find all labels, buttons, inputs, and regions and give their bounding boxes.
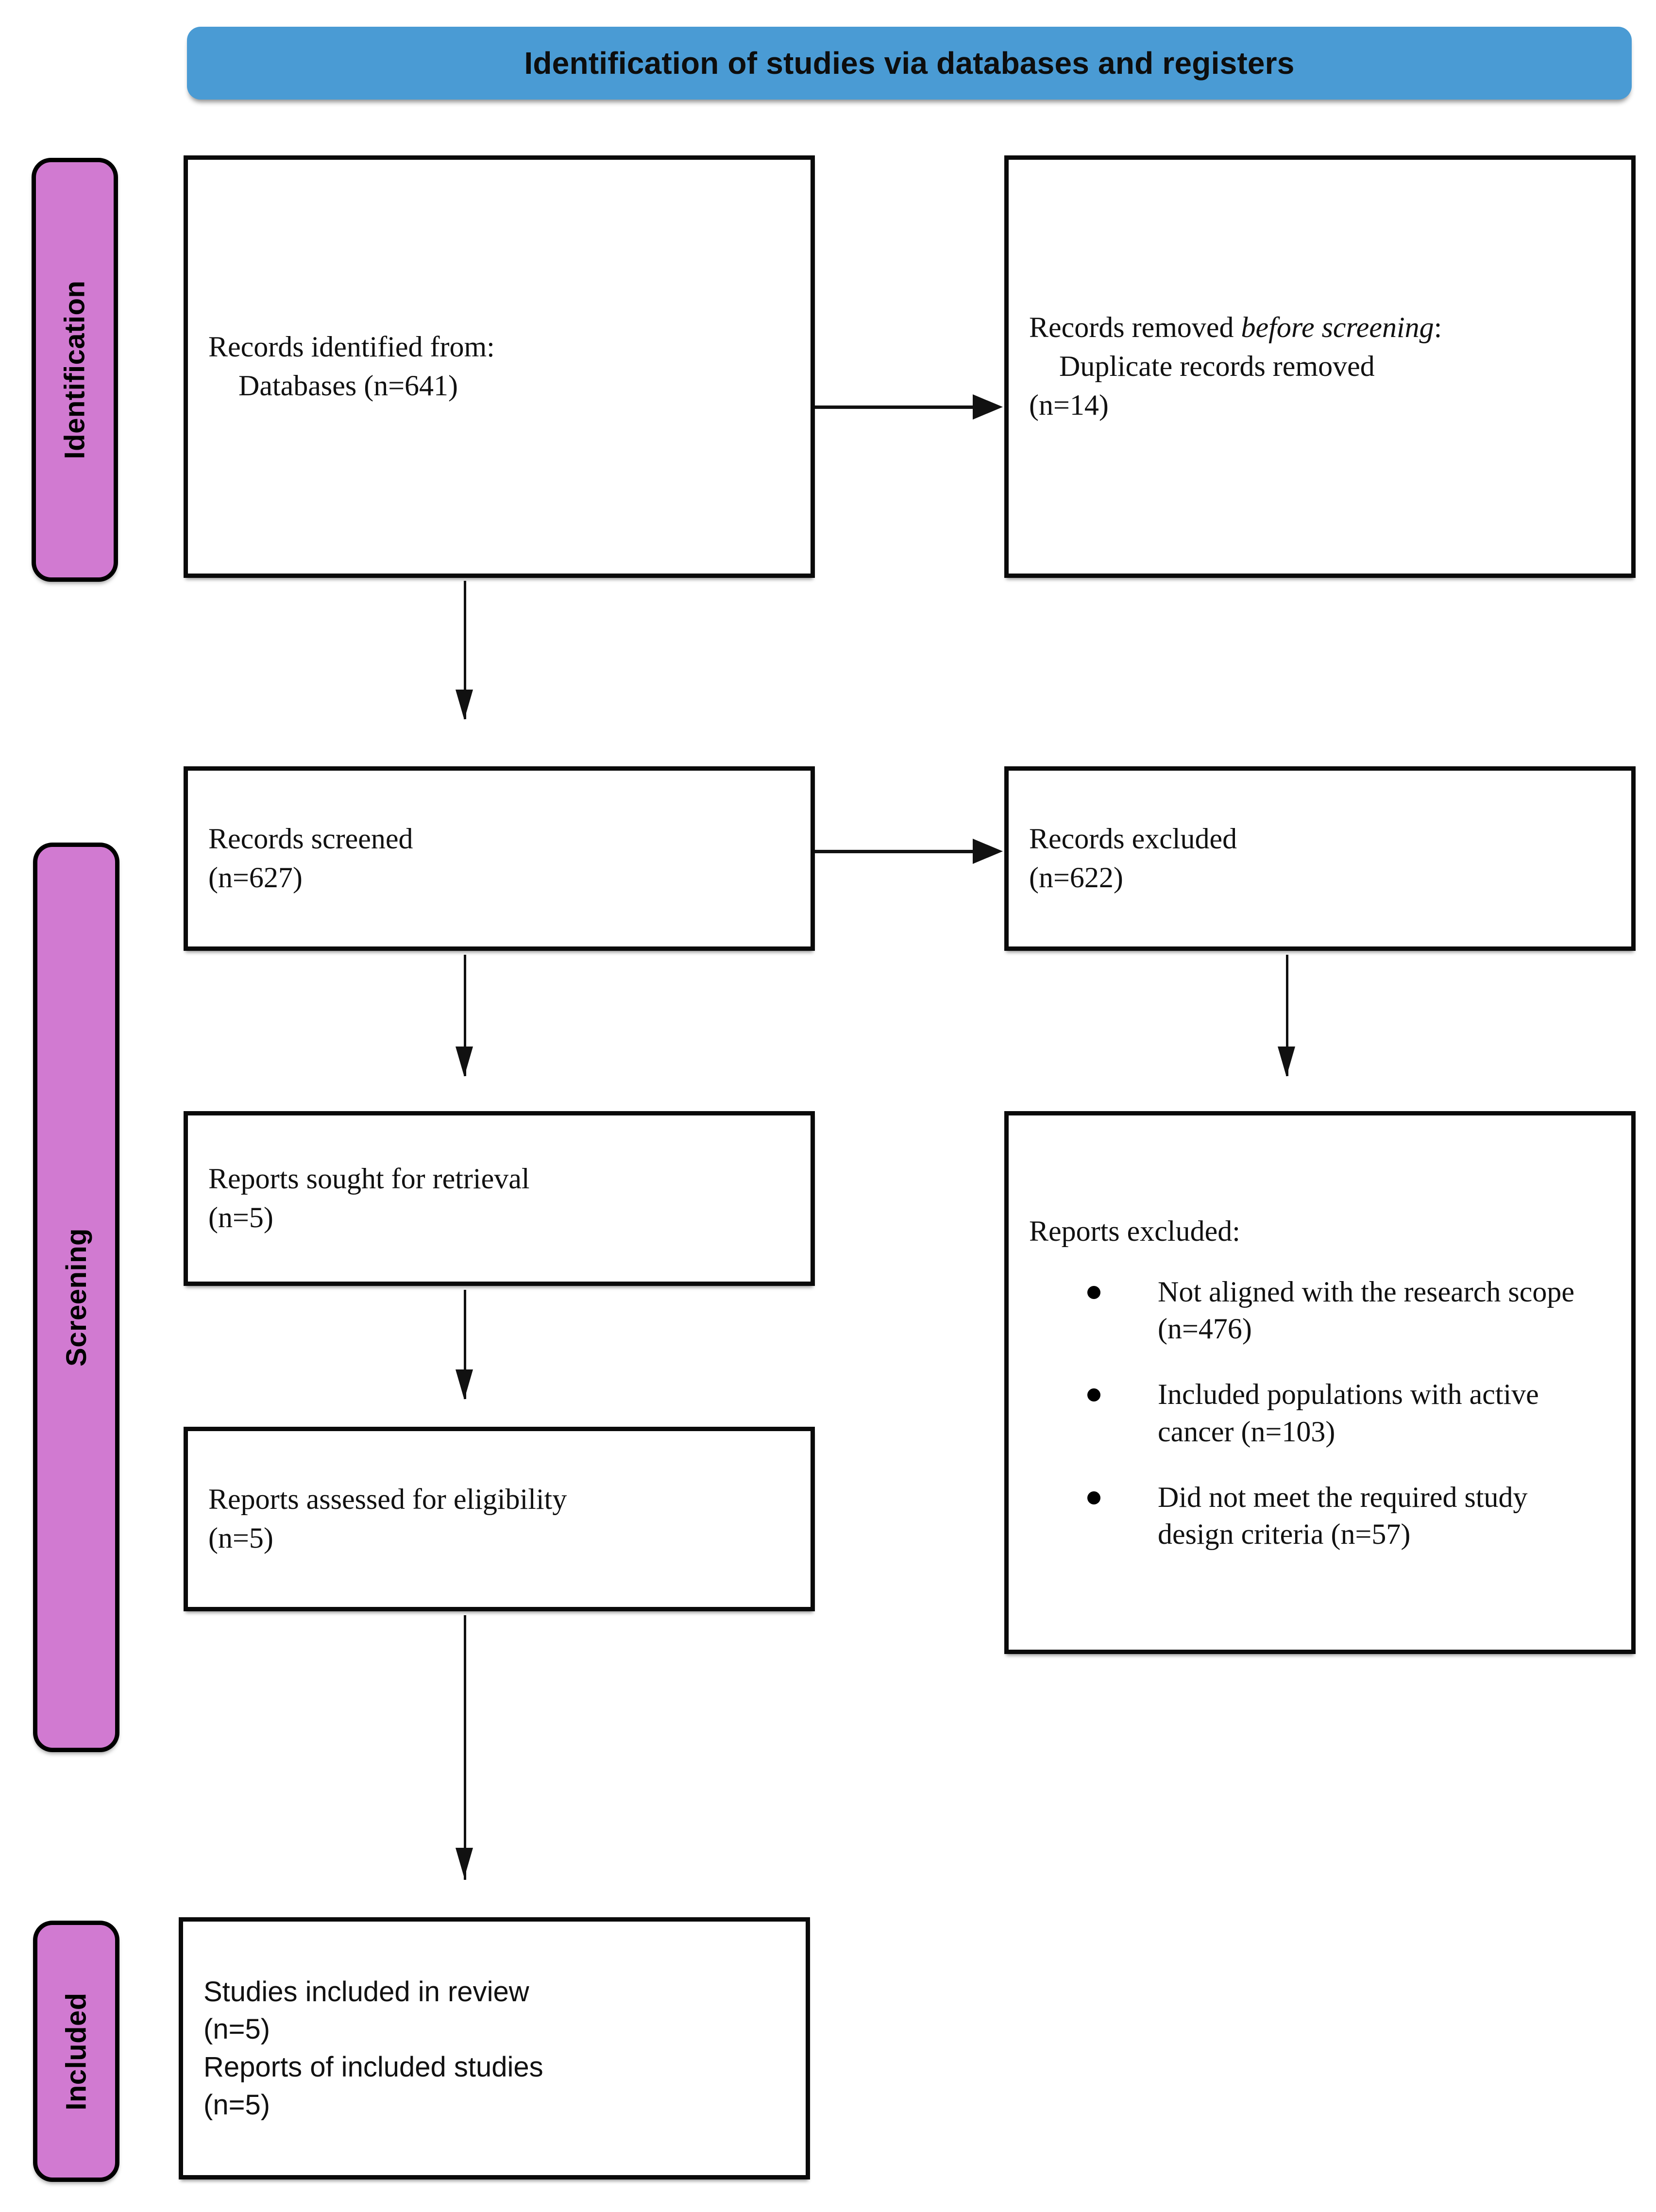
stage-tab-included: Included xyxy=(33,1921,119,2182)
diagram-header-banner: Identification of studies via databases … xyxy=(187,27,1632,100)
box-reports-excluded: Reports excluded: Not aligned with the r… xyxy=(1004,1111,1636,1654)
list-item: Did not meet the required study design c… xyxy=(1087,1479,1611,1553)
stage-tab-screening: Screening xyxy=(33,843,119,1752)
reports-excluded-list: Not aligned with the research scope (n=4… xyxy=(1029,1273,1611,1553)
records-removed-line3: (n=14) xyxy=(1029,388,1109,421)
records-screened-line2: (n=627) xyxy=(208,861,303,894)
reports-assessed-line1: Reports assessed for eligibility xyxy=(208,1483,567,1516)
arrow-identified-to-removed xyxy=(815,405,975,409)
records-removed-italic: before screening xyxy=(1241,311,1434,344)
studies-included-line3: Reports of included studies xyxy=(203,2051,543,2083)
box-reports-assessed: Reports assessed for eligibility (n=5) xyxy=(184,1427,815,1611)
list-item: Not aligned with the research scope (n=4… xyxy=(1087,1273,1611,1348)
banner-title: Identification of studies via databases … xyxy=(524,46,1295,81)
stage-label-identification: Identification xyxy=(59,280,91,459)
arrow-records-excluded-to-reports-excluded xyxy=(1286,955,1288,1076)
bullet-icon xyxy=(1087,1491,1100,1504)
reports-excluded-item-0: Not aligned with the research scope (n=4… xyxy=(1158,1275,1575,1345)
reports-excluded-title: Reports excluded: xyxy=(1029,1215,1240,1247)
records-removed-prefix: Records removed xyxy=(1029,311,1241,344)
arrowhead-down-icon xyxy=(456,690,473,720)
box-reports-sought: Reports sought for retrieval (n=5) xyxy=(184,1111,815,1286)
records-removed-line1: Records removed before screening: xyxy=(1029,308,1611,347)
arrow-assessed-to-included xyxy=(464,1615,466,1880)
stage-label-included: Included xyxy=(60,1992,92,2111)
arrowhead-down-icon xyxy=(456,1369,473,1400)
reports-excluded-item-1: Included populations with active cancer … xyxy=(1158,1378,1539,1448)
records-excluded-line2: (n=622) xyxy=(1029,861,1123,894)
arrowhead-down-icon xyxy=(1278,1047,1295,1077)
studies-included-line1: Studies included in review xyxy=(203,1976,529,2008)
box-records-removed: Records removed before screening: Duplic… xyxy=(1004,155,1636,578)
studies-included-line4: (n=5) xyxy=(203,2089,270,2121)
stage-label-screening: Screening xyxy=(60,1228,92,1367)
records-identified-line2: Databases (n=641) xyxy=(238,370,458,402)
records-removed-line2: Duplicate records removed xyxy=(1059,350,1375,383)
bullet-icon xyxy=(1087,1388,1100,1402)
arrow-screened-to-sought xyxy=(464,955,466,1076)
studies-included-line2: (n=5) xyxy=(203,2013,270,2045)
arrowhead-down-icon xyxy=(456,1047,473,1077)
records-excluded-line1: Records excluded xyxy=(1029,823,1237,855)
box-records-identified: Records identified from: Databases (n=64… xyxy=(184,155,815,578)
arrow-screened-to-records-excluded xyxy=(815,850,975,853)
arrow-sought-to-assessed xyxy=(464,1290,466,1399)
bullet-icon xyxy=(1087,1285,1100,1299)
reports-sought-line1: Reports sought for retrieval xyxy=(208,1163,530,1195)
box-records-screened: Records screened (n=627) xyxy=(184,766,815,951)
arrow-identified-to-screened xyxy=(464,581,466,719)
reports-excluded-item-2: Did not meet the required study design c… xyxy=(1158,1481,1528,1551)
arrowhead-down-icon xyxy=(456,1848,473,1878)
arrowhead-right-icon xyxy=(973,394,1003,420)
records-screened-line1: Records screened xyxy=(208,823,413,855)
list-item: Included populations with active cancer … xyxy=(1087,1376,1611,1451)
box-records-excluded: Records excluded (n=622) xyxy=(1004,766,1636,951)
arrowhead-right-icon xyxy=(973,839,1003,864)
reports-assessed-line2: (n=5) xyxy=(208,1522,273,1554)
records-identified-line1: Records identified from: xyxy=(208,331,495,363)
box-studies-included: Studies included in review (n=5) Reports… xyxy=(179,1917,810,2179)
records-removed-suffix: : xyxy=(1434,311,1442,344)
stage-tab-identification: Identification xyxy=(32,158,118,582)
reports-sought-line2: (n=5) xyxy=(208,1201,273,1233)
